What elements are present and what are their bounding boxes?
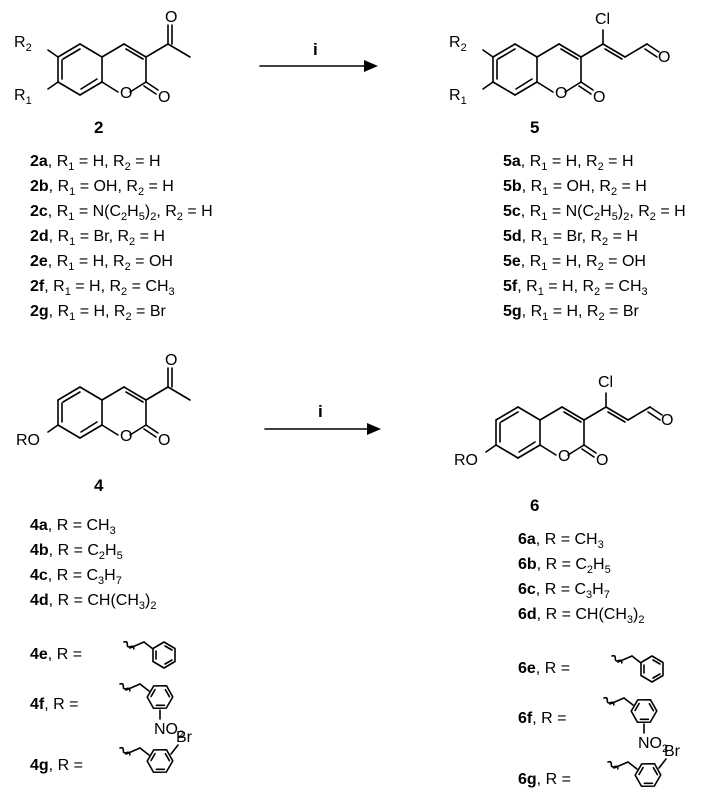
- nitro-group: NO2: [154, 721, 184, 741]
- list-item: 5g, R1 = H, R2 = Br: [503, 303, 640, 323]
- nitro-group: NO2: [638, 735, 668, 755]
- compound-5-structure: O O Cl O R2 R1: [449, 11, 670, 107]
- list-item: 4b, R = C2H5: [30, 542, 123, 562]
- aldehyde-oxygen: O: [658, 49, 670, 66]
- ring-oxygen: O: [120, 428, 132, 445]
- chlorine-atom: Cl: [598, 374, 613, 391]
- chlorine-atom: Cl: [595, 11, 610, 28]
- r1-label: R1: [449, 87, 467, 107]
- nitrobenzyl-substituent: NO2: [602, 693, 668, 755]
- list-item: 2c, R1 = N(C2H5)2, R2 = H: [30, 203, 213, 223]
- list-item: 2d, R1 = Br, R2 = H: [30, 228, 165, 248]
- carbonyl-oxygen: O: [593, 89, 605, 106]
- compound-2-label: 2: [94, 118, 103, 137]
- alkoxy-label: RO: [454, 452, 478, 469]
- list-item: 6g, R =: [518, 771, 571, 788]
- list-item: 4c, R = C3H7: [30, 567, 122, 587]
- r2-label: R2: [14, 34, 32, 54]
- benzyl-substituent: [610, 653, 664, 683]
- r2-label: R2: [449, 34, 467, 54]
- list-item: 6a, R = CH3: [518, 531, 604, 551]
- carbonyl-oxygen: O: [158, 89, 170, 106]
- compound-4-label: 4: [94, 476, 104, 495]
- list-item: 6d, R = CH(CH3)2: [518, 606, 644, 626]
- bromine-atom: Br: [176, 729, 193, 746]
- alkoxy-label: RO: [16, 432, 40, 449]
- list-item: 5a, R1 = H, R2 = H: [503, 153, 634, 173]
- list-item: 5d, R1 = Br, R2 = H: [503, 228, 638, 248]
- compound-5-list: 5a, R1 = H, R2 = H 5b, R1 = OH, R2 = H 5…: [503, 153, 686, 323]
- aldehyde-oxygen: O: [661, 412, 673, 429]
- arrow-2-label: i: [318, 402, 323, 421]
- list-item: 2g, R1 = H, R2 = Br: [30, 303, 167, 323]
- nitrobenzyl-substituent: NO2: [118, 679, 184, 741]
- list-item: 2f, R1 = H, R2 = CH3: [30, 278, 175, 298]
- benzyl-substituent: [122, 639, 176, 669]
- ring-oxygen: O: [558, 448, 570, 465]
- acetyl-oxygen: O: [165, 9, 177, 26]
- bromine-atom: Br: [664, 743, 681, 760]
- list-item: 4e, R =: [30, 646, 82, 663]
- list-item: 6e, R =: [518, 660, 570, 677]
- list-item: 6c, R = C3H7: [518, 581, 610, 601]
- compound-6-label: 6: [530, 496, 539, 515]
- r1-label: R1: [14, 87, 32, 107]
- list-item: 5f, R1 = H, R2 = CH3: [503, 278, 648, 298]
- compound-6-structure: O O Cl O RO: [454, 374, 673, 469]
- list-item: 4a, R = CH3: [30, 517, 116, 537]
- arrow-1-label: i: [313, 40, 318, 59]
- list-item: 5b, R1 = OH, R2 = H: [503, 178, 647, 198]
- list-item: 5c, R1 = N(C2H5)2, R2 = H: [503, 203, 686, 223]
- carbonyl-oxygen: O: [158, 432, 170, 449]
- list-item: 4g, R =: [30, 757, 83, 774]
- acetyl-oxygen: O: [165, 352, 177, 369]
- compound-2-list: 2a, R1 = H, R2 = H 2b, R1 = OH, R2 = H 2…: [30, 153, 213, 323]
- list-item: 4d, R = CH(CH3)2: [30, 592, 156, 612]
- list-item: 6f, R =: [518, 710, 566, 727]
- compound-4-list: 4a, R = CH3 4b, R = C2H5 4c, R = C3H7 4d…: [30, 517, 156, 774]
- ring-oxygen: O: [120, 85, 132, 102]
- compound-5-label: 5: [530, 118, 539, 137]
- list-item: 6b, R = C2H5: [518, 556, 611, 576]
- carbonyl-oxygen: O: [596, 452, 608, 469]
- ring-oxygen: O: [555, 85, 567, 102]
- reaction-arrow-2: i: [264, 402, 381, 435]
- compound-4-structure: O O O RO: [16, 352, 191, 449]
- reaction-arrow-1: i: [259, 40, 378, 72]
- list-item: 2a, R1 = H, R2 = H: [30, 153, 161, 173]
- bromobenzyl-substituent: Br: [118, 729, 193, 779]
- list-item: 4f, R =: [30, 696, 78, 713]
- list-item: 2b, R1 = OH, R2 = H: [30, 178, 174, 198]
- bromobenzyl-substituent: Br: [606, 743, 681, 791]
- compound-2-structure: O O O R2 R1: [14, 9, 191, 107]
- list-item: 2e, R1 = H, R2 = OH: [30, 253, 173, 273]
- list-item: 5e, R1 = H, R2 = OH: [503, 253, 646, 273]
